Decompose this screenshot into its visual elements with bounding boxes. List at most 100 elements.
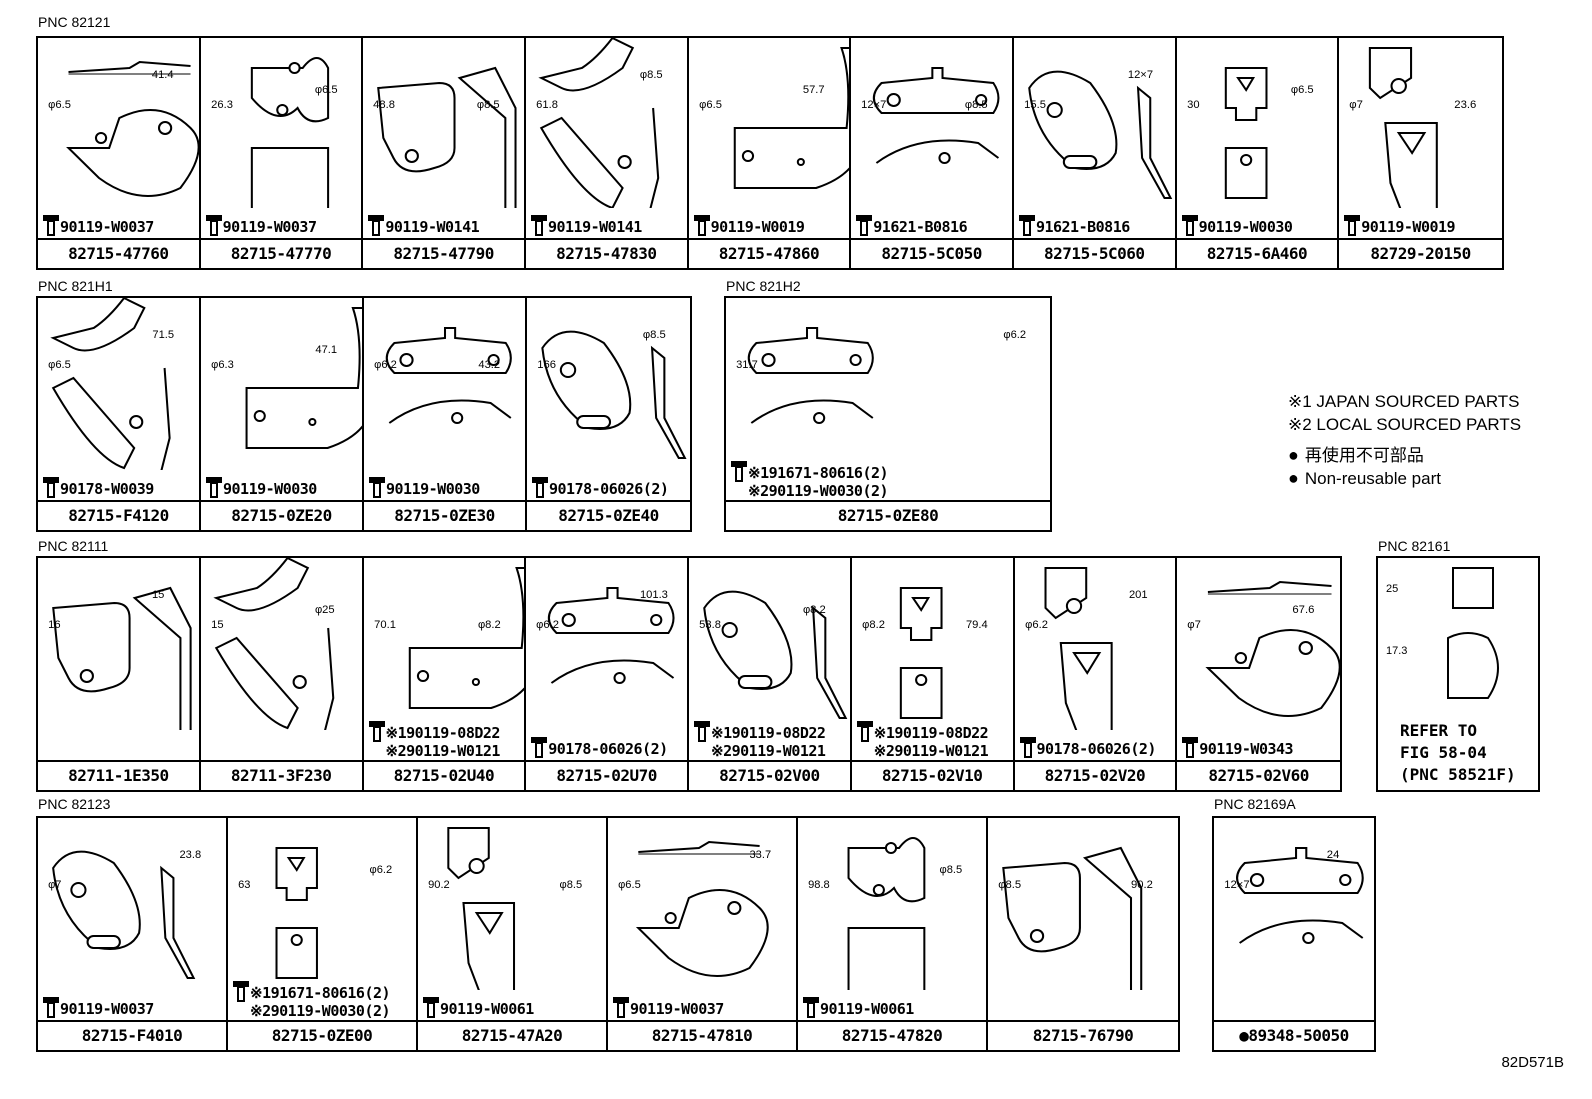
part-number[interactable]: 82729-20150 [1339, 238, 1502, 268]
part-number[interactable]: 82715-0ZE00 [228, 1020, 416, 1050]
bolt-part-number: 90119-W0037 [60, 1000, 154, 1018]
refer-to-figure-note[interactable]: REFER TO FIG 58-04 (PNC 58521F) [1400, 721, 1516, 784]
part-number[interactable]: 82715-5C060 [1013, 238, 1175, 268]
legend-non-reusable-en: Non-reusable part [1304, 469, 1441, 488]
part-number[interactable]: 82711-1E350 [38, 760, 199, 790]
part-number[interactable]: 82715-6A460 [1176, 238, 1338, 268]
part-number[interactable]: 82715-0ZE80 [726, 500, 1050, 530]
dimension-label: φ6.5 [48, 359, 71, 371]
dimension-label: 41.4 [152, 69, 174, 81]
bolt-part-number: 90178-06026(2) [548, 740, 668, 758]
bolt-icon [205, 215, 222, 236]
part-number[interactable]: 82715-47A20 [418, 1020, 606, 1050]
bolt-icon [694, 721, 710, 742]
part-number[interactable]: 82715-0ZE20 [201, 500, 362, 530]
part-number[interactable]: 82715-02U40 [363, 760, 525, 790]
bolt-part-number: 91621-B0816 [1035, 218, 1130, 236]
dimension-label: φ6.2 [374, 359, 397, 371]
bolt-part-number: 90178-06026(2) [1036, 740, 1157, 758]
bolt-callout: 90119-W0019 [1343, 214, 1456, 236]
part-number[interactable]: 82715-0ZE40 [527, 500, 690, 530]
part-number[interactable]: 82715-47860 [688, 238, 850, 268]
dimension-label: 101.3 [640, 589, 668, 601]
part-number[interactable]: 82715-76790 [988, 1020, 1178, 1050]
part-number[interactable]: ●89348-50050 [1214, 1020, 1374, 1050]
dimension-label: 30 [1187, 99, 1199, 111]
dimension-label: 90.2 [1131, 879, 1153, 891]
part-number[interactable]: 82715-47790 [363, 238, 524, 268]
part-number[interactable]: 82715-F4120 [38, 500, 199, 530]
part-number[interactable]: 82715-F4010 [38, 1020, 226, 1050]
bolt-part-number-2: ※290119-W0030(2) [250, 1002, 391, 1020]
bolt-callout: 90119-W0141 [530, 214, 642, 236]
part-number[interactable]: 82715-47830 [525, 238, 687, 268]
bolt-icon [803, 997, 819, 1018]
legend: ※1 JAPAN SOURCED PARTS ※2 LOCAL SOURCED … [1288, 390, 1521, 490]
part-number[interactable]: 82715-5C050 [851, 238, 1012, 268]
part-number[interactable]: 82715-02V60 [1177, 760, 1340, 790]
dimension-label: 70.1 [374, 619, 396, 631]
bolt-icon [530, 215, 547, 236]
bolt-icon [1018, 215, 1035, 236]
part-number[interactable]: 82715-47810 [608, 1020, 796, 1050]
bolt-icon [43, 997, 59, 1018]
part-number[interactable]: 82715-0ZE30 [364, 500, 525, 530]
dimension-label: 57.7 [803, 84, 825, 96]
bolt-callout: ※191671-80616(2)※290119-W0030(2) [730, 460, 889, 500]
bolt-part-number-2: ※290119-W0030(2) [748, 482, 889, 500]
bolt-part-number: ※190119-08D22 [711, 724, 826, 742]
part-number[interactable]: 82715-02V00 [689, 760, 850, 790]
part-number[interactable]: 82715-02V20 [1014, 760, 1176, 790]
pnc-label-821h2: PNC 821H2 [726, 278, 801, 294]
dimension-label: 23.6 [1455, 99, 1477, 111]
dimension-label: φ8.2 [803, 604, 826, 616]
part-number[interactable]: 82715-47760 [38, 238, 199, 268]
part-number[interactable]: 82711-3F230 [200, 760, 362, 790]
bolt-part-number-2: ※290119-W0121 [385, 742, 501, 760]
dimension-label: φ7 [1188, 619, 1202, 631]
dimension-label: φ6.2 [1003, 329, 1026, 341]
part-number[interactable]: 82715-47770 [200, 238, 362, 268]
bolt-part-number-2: ※290119-W0121 [873, 742, 989, 760]
dimension-label: 12×7 [1224, 879, 1249, 891]
dimension-label: φ6.2 [1025, 619, 1048, 631]
part-number[interactable]: 82715-02V10 [851, 760, 1013, 790]
dimension-label: φ8.5 [477, 99, 500, 111]
part-number[interactable]: 82715-02U70 [526, 760, 687, 790]
part-number[interactable]: 82715-47820 [798, 1020, 986, 1050]
